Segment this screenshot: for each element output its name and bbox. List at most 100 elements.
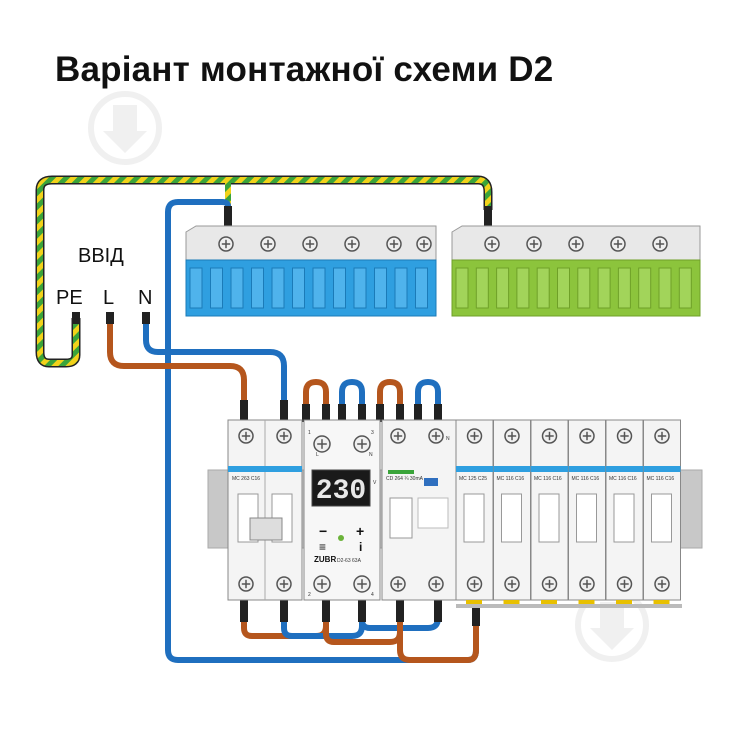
bus-slot (577, 267, 591, 309)
relay-terminal-2: 2 (308, 592, 311, 598)
screw-icon (390, 428, 406, 444)
screw-icon (428, 428, 444, 444)
bus-slot (333, 267, 346, 309)
bus-slot (394, 267, 408, 309)
bus-slot (251, 267, 264, 309)
screw-icon (353, 575, 371, 593)
rcd-label: CD 264 ¼ 30mA (386, 476, 424, 482)
jumper-bottom-phase-c (397, 608, 479, 663)
busbar-pin (503, 600, 520, 606)
relay-unit: V (373, 480, 377, 486)
relay-terminal-4: 4 (371, 592, 374, 598)
breaker-label: MC 116 C16 (572, 476, 600, 482)
screw-icon (466, 428, 483, 444)
screw-icon (276, 576, 292, 592)
bus-slot (516, 267, 530, 309)
rcd-neutral-label: N (446, 436, 450, 442)
circuit-breaker: MC 116 C16 (568, 419, 606, 606)
bus-slot (210, 267, 223, 309)
bus-screw-icon (568, 236, 584, 252)
bus-slot (455, 267, 469, 309)
screw-icon (466, 576, 483, 592)
busbar-pin (653, 600, 670, 606)
bus-screw-icon (260, 236, 276, 252)
jumper-neutral-2 (415, 378, 441, 418)
input-phase-wire (107, 320, 247, 405)
screw-icon (390, 576, 406, 592)
jumper-bottom-neutral-a (281, 608, 365, 639)
relay-button-info[interactable]: i (359, 540, 362, 554)
bus-slot (557, 267, 570, 309)
relay-button-menu[interactable]: ≡ (319, 540, 326, 554)
breaker-label: MC 125 C25 (459, 476, 487, 482)
breaker-label: MC 116 C16 (534, 476, 562, 482)
screw-icon (541, 428, 558, 444)
screw-icon (579, 576, 595, 592)
bus-screw-icon (484, 236, 500, 252)
input-terminal-n: N (138, 287, 152, 309)
breaker-label: MC 116 C16 (497, 476, 525, 482)
bus-slot (415, 267, 428, 309)
input-neutral-wire (143, 320, 287, 405)
bus-screw-icon (386, 236, 402, 252)
relay-button-minus[interactable]: − (319, 523, 327, 539)
screw-icon (238, 576, 254, 592)
breaker-label: MC 116 C16 (647, 476, 675, 482)
bus-slot (271, 267, 285, 309)
breaker-label: MC 116 C16 (609, 476, 637, 482)
bus-slot (536, 267, 550, 309)
relay-terminal-1: 1 (308, 430, 311, 436)
busbar-pin (466, 600, 482, 606)
page-title: Варіант монтажної схеми D2 (55, 50, 554, 89)
relay-display-value: 230 (316, 476, 366, 507)
screw-icon (616, 576, 633, 592)
pe-busbar (451, 225, 701, 317)
bus-screw-icon (416, 236, 432, 252)
screw-icon (579, 428, 595, 444)
circuit-breaker: MC 116 C16 (605, 419, 644, 606)
input-terminal-pe: PE (56, 287, 83, 309)
screw-icon (313, 435, 331, 453)
screw-icon (428, 576, 444, 592)
bus-slot (230, 267, 244, 309)
main-breaker: MC 263 C16 (227, 419, 303, 601)
jumper-neutral-1 (339, 378, 365, 418)
bus-slot (496, 267, 510, 309)
bus-slot (638, 267, 652, 309)
bus-slot (475, 267, 489, 309)
bus-screw-icon (526, 236, 542, 252)
screw-icon (616, 428, 633, 444)
relay-brand: ZUBR (314, 555, 336, 564)
input-label: ВВІД (78, 245, 124, 267)
screw-icon (504, 576, 520, 592)
wire-ferrules (72, 206, 492, 626)
screw-icon (654, 576, 670, 592)
group-breakers: MC 125 C25 MC 116 C16 MC 116 C16 MC 116 C16… (455, 419, 682, 608)
bus-slot (617, 267, 631, 309)
relay-model: D2-63 63A (337, 558, 362, 564)
circuit-breaker: MC 116 C16 (643, 419, 681, 606)
screw-icon (353, 435, 371, 453)
relay-button-plus[interactable]: + (356, 523, 364, 539)
bus-slot (658, 267, 672, 309)
comb-busbar (456, 604, 682, 608)
jumper-phase-2 (377, 378, 403, 418)
circuit-breaker: MC 116 C16 (530, 419, 569, 606)
bus-screw-icon (610, 236, 626, 252)
bus-slot (312, 267, 326, 309)
circuit-breaker: MC 125 C25 (455, 419, 494, 606)
screw-icon (654, 428, 670, 444)
screw-icon (276, 428, 292, 444)
busbar-pin (616, 600, 632, 606)
relay-phase-label: L (316, 452, 319, 458)
relay-terminal-3: 3 (371, 430, 374, 436)
bus-slot (597, 267, 611, 309)
bus-slot (292, 267, 305, 309)
bus-screw-icon (218, 236, 234, 252)
busbar-pin (578, 600, 595, 606)
bus-slot (189, 267, 203, 309)
circuit-breaker: MC 116 C16 (493, 419, 531, 606)
neutral-busbar (185, 225, 437, 317)
relay-neutral-label: N (369, 452, 373, 458)
